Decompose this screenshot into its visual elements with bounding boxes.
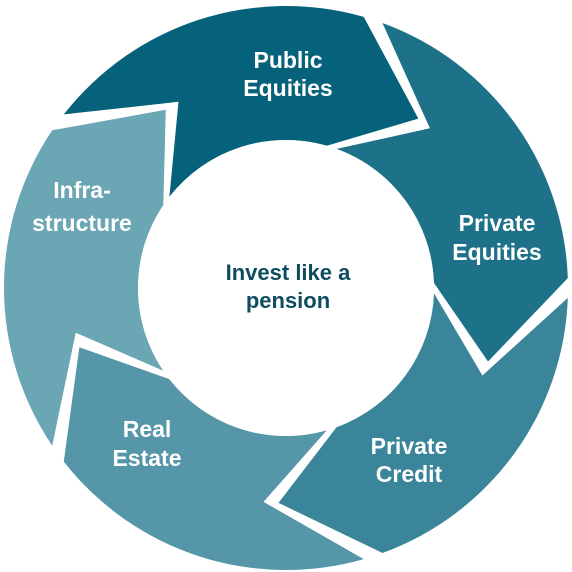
segment-label-private-credit-line2: Credit: [376, 461, 443, 487]
segment-label-public-equities-line1: Public: [253, 47, 322, 73]
segment-private-equities: [336, 23, 568, 362]
segments-layer: [3, 5, 568, 570]
center-circle: [138, 140, 434, 436]
segment-label-infrastructure-line2: structure: [32, 210, 132, 236]
segment-public-equities: [63, 5, 419, 197]
segment-label-public-equities-line2: Equities: [243, 75, 332, 101]
segment-label-private-credit-line1: Private: [371, 433, 448, 459]
segment-private-credit: [278, 293, 568, 553]
segment-real-estate: [63, 347, 364, 570]
segment-label-infrastructure-line1: Infra-: [53, 177, 111, 203]
segment-label-private-equities-line2: Equities: [452, 239, 541, 265]
center-title-line1: Invest like a: [226, 260, 352, 285]
center-title-line2: pension: [246, 288, 330, 313]
segment-infrastructure: [3, 109, 166, 446]
labels-layer: Public Equities Private Equities Private…: [32, 47, 542, 487]
segment-label-real-estate-line1: Real: [123, 416, 172, 442]
segment-label-real-estate-line2: Estate: [112, 445, 181, 471]
segment-label-private-equities-line1: Private: [459, 210, 536, 236]
